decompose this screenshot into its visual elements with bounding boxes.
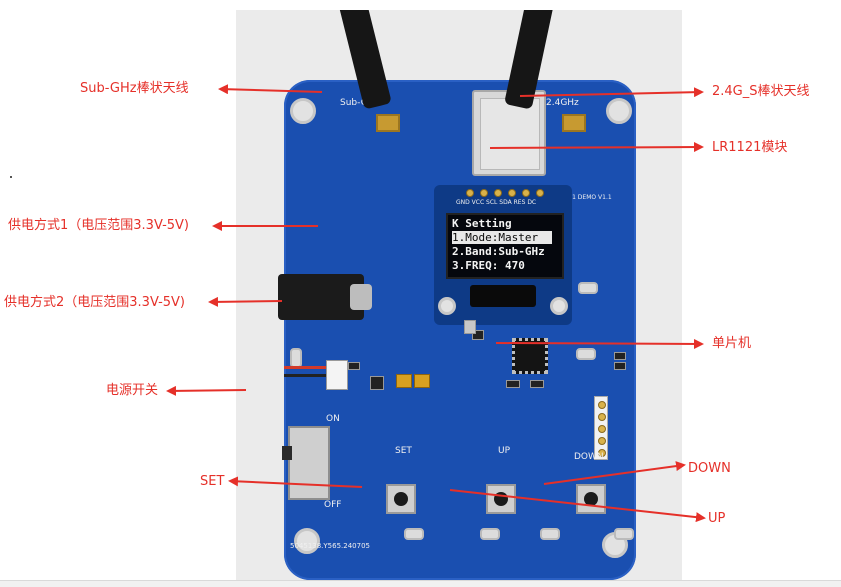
pcb-slot bbox=[404, 528, 424, 540]
oled-screen: K Setting 1.Mode:Master 2.Band:Sub-GHz 3… bbox=[446, 213, 564, 279]
oled-line-mode: 1.Mode:Master bbox=[452, 231, 552, 244]
silk-set: SET bbox=[395, 446, 412, 456]
arrow-module bbox=[489, 142, 704, 153]
label-set: SET bbox=[200, 474, 225, 489]
silk-oled-pins: GND VCC SCL SDA RES DC bbox=[456, 199, 537, 206]
pcb-slot bbox=[576, 348, 596, 360]
arrow-power-switch bbox=[166, 385, 247, 396]
mounting-hole bbox=[550, 297, 568, 315]
mounting-hole bbox=[294, 528, 320, 554]
silk-subghz: Sub-GHz bbox=[340, 98, 380, 108]
label-24g-antenna: 2.4G_S棒状天线 bbox=[712, 84, 810, 99]
label-power1: 供电方式1（电压范围3.3V-5V) bbox=[8, 218, 190, 233]
arrow-mcu bbox=[495, 338, 704, 349]
label-module: LR1121模块 bbox=[712, 140, 788, 155]
mounting-hole bbox=[438, 297, 456, 315]
arrow-subghz-antenna bbox=[218, 84, 323, 95]
pcb-slot bbox=[480, 528, 500, 540]
silk-serial: 5045138.Y565.240705 bbox=[290, 542, 370, 550]
down-button[interactable] bbox=[576, 484, 606, 514]
capacitor bbox=[414, 374, 430, 388]
label-down: DOWN bbox=[688, 461, 731, 476]
mounting-hole bbox=[606, 98, 632, 124]
pcb-slot bbox=[614, 528, 634, 540]
silk-up: UP bbox=[498, 446, 511, 456]
pcb-board: Sub-GHz 2.4GHz LoRa1121 DEMO V1.1 GND VC… bbox=[278, 80, 636, 580]
silk-model: LoRa1121 DEMO V1.1 bbox=[546, 194, 612, 201]
pin-header bbox=[594, 396, 608, 460]
oled-display-board: GND VCC SCL SDA RES DC K Setting 1.Mode:… bbox=[434, 185, 572, 325]
bottom-strip bbox=[0, 580, 841, 587]
oled-title: K Setting bbox=[452, 217, 512, 230]
dc-power-jack bbox=[278, 274, 372, 320]
power-switch[interactable] bbox=[282, 426, 330, 500]
arrow-up bbox=[449, 489, 706, 523]
oled-line-band: 2.Band:Sub-GHz bbox=[452, 245, 545, 258]
stray-dot bbox=[10, 176, 12, 178]
pcb-slot bbox=[578, 282, 598, 294]
arrow-set bbox=[228, 476, 363, 488]
capacitor bbox=[396, 374, 412, 388]
subghz-antenna-connector bbox=[376, 114, 400, 132]
set-button[interactable] bbox=[386, 484, 416, 514]
silk-off: OFF bbox=[324, 500, 342, 510]
arrow-24g-antenna bbox=[519, 87, 704, 98]
silk-on: ON bbox=[326, 414, 340, 424]
two-pin-power-connector bbox=[326, 360, 348, 390]
label-mcu: 单片机 bbox=[712, 336, 752, 351]
oled-line-freq: 3.FREQ: 470 bbox=[452, 259, 525, 272]
arrow-down bbox=[543, 461, 686, 485]
label-power2: 供电方式2（电压范围3.3V-5V) bbox=[4, 295, 186, 310]
pcb-slot bbox=[540, 528, 560, 540]
24ghz-antenna-connector bbox=[562, 114, 586, 132]
label-power-switch: 电源开关 bbox=[106, 383, 159, 398]
label-subghz-antenna: Sub-GHz棒状天线 bbox=[80, 81, 189, 96]
silk-down: DOWN bbox=[574, 452, 604, 462]
arrow-power2 bbox=[208, 296, 283, 307]
lr1121-module bbox=[472, 90, 546, 176]
label-up: UP bbox=[708, 511, 726, 526]
silk-24ghz: 2.4GHz bbox=[546, 98, 579, 108]
mounting-hole bbox=[290, 98, 316, 124]
